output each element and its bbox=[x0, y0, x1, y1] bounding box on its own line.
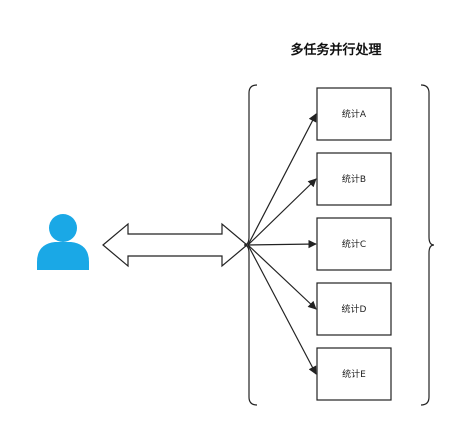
arrow-to-task-a bbox=[247, 113, 317, 246]
task-box-rect bbox=[316, 282, 392, 336]
task-box-rect bbox=[316, 152, 392, 206]
diagram-title: 多任务并行处理 bbox=[290, 42, 381, 58]
task-box-label: 统计D bbox=[342, 303, 367, 315]
task-box-label: 统计B bbox=[342, 173, 366, 185]
arrow-to-task-e bbox=[247, 244, 317, 375]
arrow-to-task-c bbox=[247, 239, 317, 249]
arrow-to-task-b bbox=[247, 178, 317, 246]
fan-out-arrows bbox=[247, 113, 317, 375]
task-box-rect bbox=[316, 347, 392, 401]
arrow-to-task-d bbox=[247, 244, 317, 310]
task-box-a: 统计A bbox=[316, 87, 392, 141]
task-box-d: 统计D bbox=[316, 282, 392, 336]
task-box-label: 统计A bbox=[342, 108, 367, 120]
task-box-label: 统计C bbox=[342, 238, 366, 250]
user-icon bbox=[37, 214, 89, 270]
task-box-rect bbox=[316, 217, 392, 271]
left-brace bbox=[243, 84, 258, 406]
right-brace bbox=[420, 84, 435, 406]
task-box-label: 统计E bbox=[342, 368, 366, 380]
task-box-e: 统计E bbox=[316, 347, 392, 401]
task-box-c: 统计C bbox=[316, 217, 392, 271]
task-box-rect bbox=[316, 87, 392, 141]
task-box-b: 统计B bbox=[316, 152, 392, 206]
double-arrow-icon bbox=[102, 222, 248, 268]
task-boxes: 统计A 统计B 统计C 统计D 统计E bbox=[316, 87, 392, 401]
